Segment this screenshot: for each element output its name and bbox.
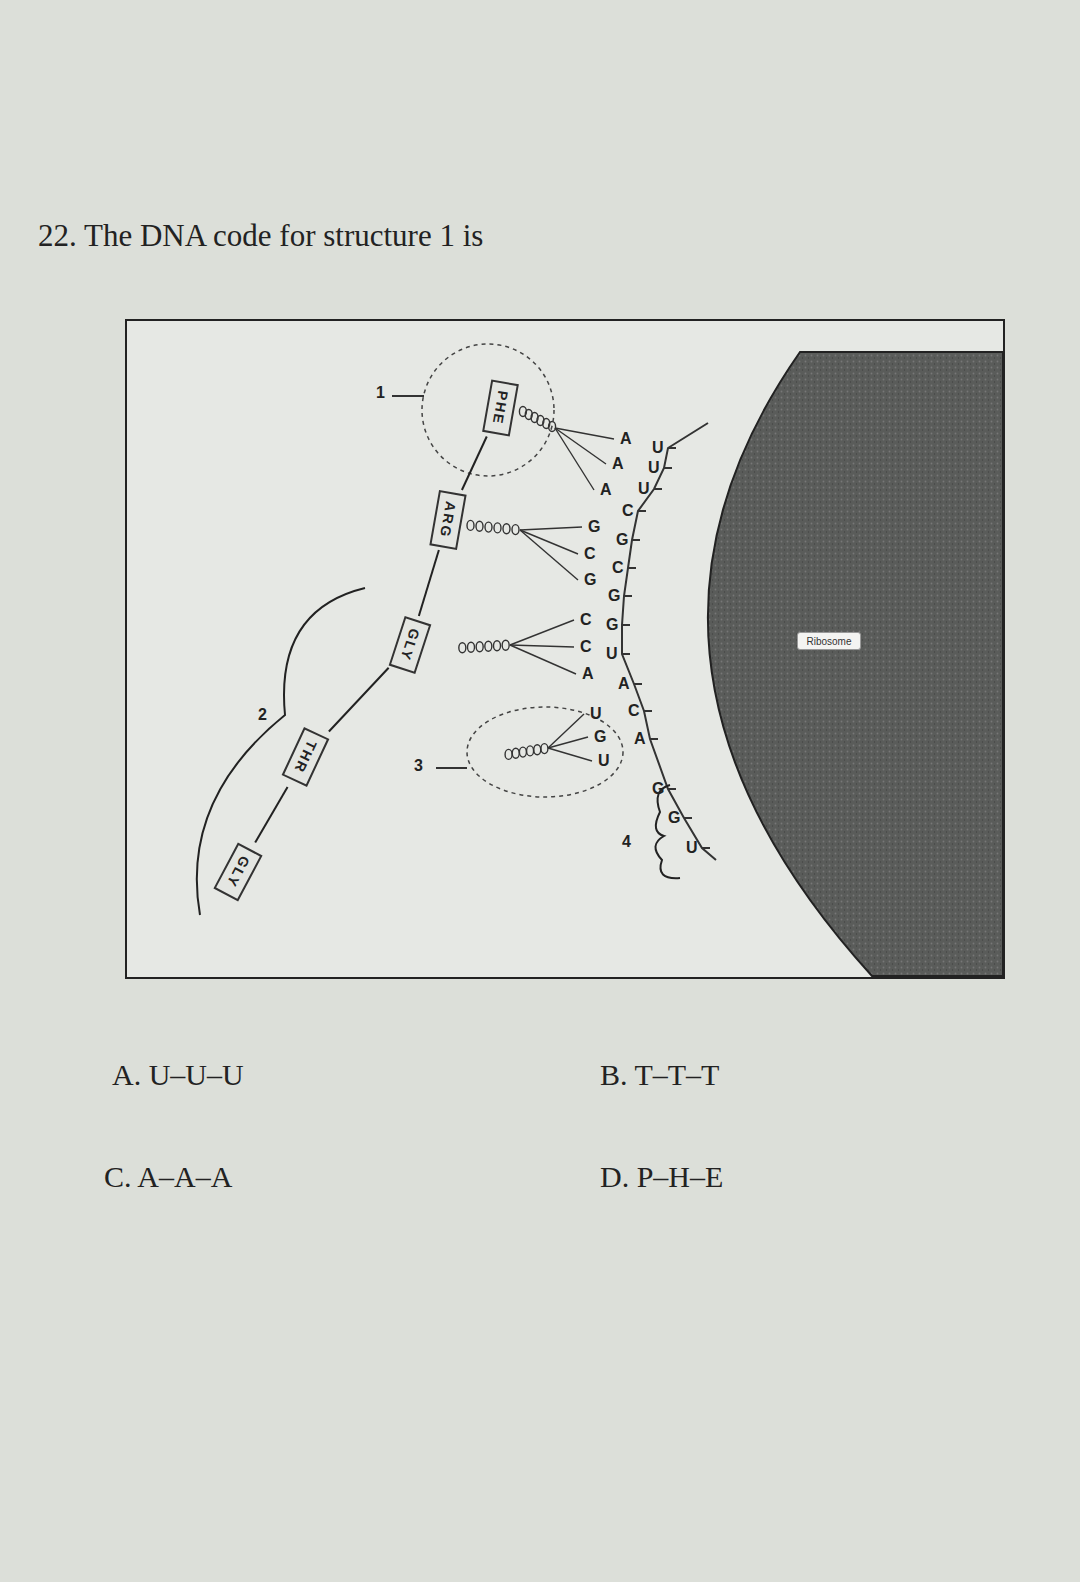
trna-coils — [459, 407, 614, 762]
leader-line — [436, 767, 467, 769]
answer-choice: C. A–A–A — [104, 1160, 232, 1194]
mrna-base: A — [618, 676, 630, 692]
anticodon-base: U — [590, 706, 602, 722]
mrna-base: A — [634, 731, 646, 747]
node-text: THR — [290, 738, 319, 776]
peptide-bond — [255, 787, 287, 843]
anticodon-base: G — [588, 519, 600, 535]
mrna-base: C — [622, 503, 634, 519]
peptide-bond — [329, 668, 389, 732]
mrna-base: G — [608, 588, 620, 604]
callout-number: 2 — [258, 707, 267, 723]
callout-number: 4 — [622, 834, 631, 850]
mrna-base: C — [628, 703, 640, 719]
answer-choice: A. U–U–U — [112, 1058, 244, 1092]
mrna-base: C — [612, 560, 624, 576]
anticodon-base: C — [580, 612, 592, 628]
mrna-base: U — [652, 440, 664, 456]
node-text: GLY — [223, 853, 253, 890]
mrna-base: U — [638, 481, 650, 497]
anticodon-base: G — [594, 729, 606, 745]
structure-3-ellipse — [467, 707, 623, 797]
mrna-base: U — [686, 840, 698, 856]
anticodon-base: C — [580, 639, 592, 655]
structure-1-circle — [422, 344, 554, 476]
amino-acid-box: ARG — [429, 490, 466, 550]
node-text: ARG — [437, 500, 459, 539]
mrna-strand — [622, 423, 716, 860]
amino-acid-box: GLY — [389, 616, 432, 674]
answer-choice: B. T–T–T — [600, 1058, 719, 1092]
node-text: Ribosome — [806, 636, 851, 647]
mrna-base: U — [606, 646, 618, 662]
peptide-bond — [462, 437, 487, 490]
mrna-base: U — [648, 460, 660, 476]
answer-choice: D. P–H–E — [600, 1160, 723, 1194]
amino-acid-box: PHE — [482, 379, 519, 436]
anticodon-base: A — [582, 666, 594, 682]
ribosome-body — [708, 352, 1003, 976]
diagram-frame — [126, 320, 1004, 978]
amino-acid-box: GLY — [213, 842, 262, 901]
anticodon-base: A — [600, 482, 612, 498]
leader-line — [392, 395, 424, 397]
peptide-bond — [419, 550, 439, 616]
amino-acid-box: THR — [281, 727, 329, 787]
ribosome-label-box: Ribosome — [797, 632, 861, 650]
mrna-base: G — [668, 810, 680, 826]
callout-number: 1 — [376, 385, 385, 401]
mrna-base: G — [652, 781, 664, 797]
anticodon-base: A — [620, 431, 632, 447]
anticodon-base: G — [584, 572, 596, 588]
bracket-4 — [655, 785, 680, 878]
anticodon-base: C — [584, 546, 596, 562]
mrna-base: G — [606, 617, 618, 633]
anticodon-base: A — [612, 456, 624, 472]
question-text: 22. The DNA code for structure 1 is — [38, 218, 483, 254]
bracket-2 — [197, 588, 365, 915]
node-text: PHE — [489, 389, 511, 426]
anticodon-base: U — [598, 753, 610, 769]
mrna-base: G — [616, 532, 628, 548]
node-text: GLY — [397, 627, 423, 664]
callout-number: 3 — [414, 758, 423, 774]
